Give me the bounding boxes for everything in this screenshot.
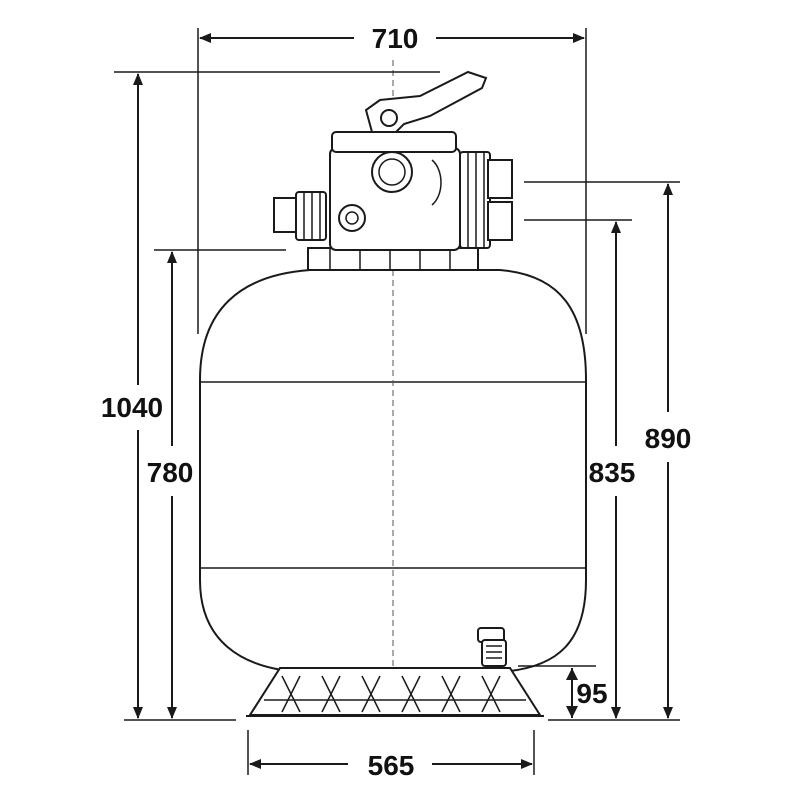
dim-label-lower-port-height: 835 [589,457,636,488]
dim-arrow-95-top [566,668,578,680]
right-port-lower-pipe [487,201,513,241]
valve-cover [331,131,457,153]
left-port-union [295,191,327,241]
dimension-lines [133,33,673,769]
base-frame [248,667,542,716]
flange-clamp-ribs [329,248,451,270]
dim-label-overall-height: 1040 [101,392,163,423]
handle-pivot [380,109,398,127]
dim-label-side-port-height: 780 [147,457,194,488]
right-port-union [459,151,491,249]
valve-center-port-inner [378,158,406,186]
base-lattice [281,675,501,713]
valve-flange [307,247,479,271]
dim-label-drain-height: 95 [576,678,607,709]
filter-base [246,667,544,717]
dim-label-base-width: 565 [368,750,415,781]
drain-body [481,639,507,667]
left-union-ribs [303,192,321,240]
multiport-valve [273,70,513,271]
dimension-labels: 710 1040 780 835 890 95 565 [101,23,692,781]
dim-label-upper-port-height: 890 [645,423,692,454]
right-port-upper-pipe [487,159,513,199]
extension-lines [114,28,680,775]
valve-housing-curve [431,159,442,206]
sight-glass [338,204,366,232]
drain-valve [477,627,507,667]
valve-center-port [371,151,413,193]
right-union-ribs [467,152,485,248]
dim-label-overall-width: 710 [372,23,419,54]
sight-glass-inner [345,211,359,225]
dim-arrow-95-bottom [566,706,578,718]
